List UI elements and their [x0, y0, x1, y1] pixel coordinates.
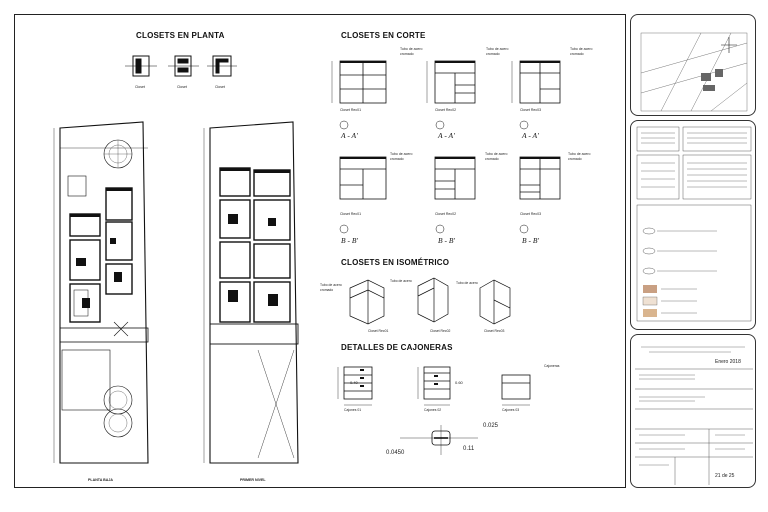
sheet-info-panel: Enero 2018 21 de 25 [630, 334, 756, 488]
dim-height-1: 0.40 [350, 380, 358, 385]
svg-text:Closet Rec02: Closet Rec02 [435, 212, 456, 216]
svg-text:Cajones 02: Cajones 02 [424, 408, 441, 412]
title-closets-isometrico: CLOSETS EN ISOMÉTRICO [341, 258, 450, 267]
svg-text:cromado: cromado [390, 157, 404, 161]
svg-text:Cajoneras: Cajoneras [544, 364, 560, 368]
svg-text:Closet Rec03: Closet Rec03 [520, 212, 541, 216]
location-map [640, 32, 748, 112]
section-label-a3: A - A' [522, 131, 539, 140]
svg-text:Cajones 01: Cajones 01 [344, 408, 361, 412]
section-label-b1: B - B' [341, 236, 359, 245]
drawer-details: Cajones 01 Cajones 02 Cajones 03 Cajoneras [337, 364, 560, 455]
svg-text:Closet Rec01: Closet Rec01 [340, 108, 361, 112]
ground-floor-plan [53, 121, 149, 464]
svg-text:cromado: cromado [400, 52, 414, 56]
svg-text:cromado: cromado [570, 52, 584, 56]
svg-text:Closet Rec03: Closet Rec03 [484, 329, 504, 333]
svg-text:Closet Rec03: Closet Rec03 [520, 108, 541, 112]
dim-0025: 0.025 [483, 423, 499, 429]
dim-height-2: 0.60 [455, 380, 463, 385]
title-closets-corte: CLOSETS EN CORTE [341, 31, 426, 40]
svg-text:Tubo de acero: Tubo de acero [320, 283, 342, 287]
plan-label-ground: PLANTA BAJA [88, 478, 113, 482]
first-floor-plan [203, 121, 299, 464]
title-block: Enero 2018 21 de 25 [630, 14, 756, 488]
svg-text:Tubo de acero: Tubo de acero [568, 152, 590, 156]
section-label-b3: B - B' [522, 236, 540, 245]
svg-text:cromado: cromado [486, 52, 500, 56]
svg-text:Closet Rec01: Closet Rec01 [340, 212, 361, 216]
dim-00450: 0.0450 [386, 450, 405, 456]
svg-text:Closet Rec02: Closet Rec02 [435, 108, 456, 112]
svg-text:cromado: cromado [568, 157, 582, 161]
svg-text:Closet: Closet [177, 85, 187, 89]
svg-text:Tubo de acero: Tubo de acero [390, 279, 412, 283]
dim-011: 0.11 [463, 446, 475, 452]
svg-text:Tubo de acero: Tubo de acero [400, 47, 422, 51]
svg-text:Tubo de acero: Tubo de acero [485, 152, 507, 156]
sheet-number: 21 de 25 [715, 473, 735, 479]
notes-panel [630, 120, 756, 330]
sheet-date: Enero 2018 [715, 359, 741, 365]
svg-text:Cajones 03: Cajones 03 [502, 408, 519, 412]
svg-text:cromado: cromado [485, 157, 499, 161]
svg-text:Closet Rec01: Closet Rec01 [368, 329, 388, 333]
section-label-a1: A - A' [341, 131, 358, 140]
svg-text:Tubo de acero: Tubo de acero [486, 47, 508, 51]
svg-text:Tubo de acero: Tubo de acero [390, 152, 412, 156]
sheet-info-grid [635, 346, 753, 485]
svg-text:Closet: Closet [215, 85, 225, 89]
svg-text:Closet: Closet [135, 85, 145, 89]
title-detalles-cajoneras: DETALLES DE CAJONERAS [341, 343, 453, 352]
notes-content [636, 126, 752, 322]
plan-label-first: PRIMER NIVEL [240, 478, 266, 482]
section-label-a2: A - A' [438, 131, 455, 140]
title-closets-planta: CLOSETS EN PLANTA [136, 31, 225, 40]
closet-plan-details: Closet Closet Closet [125, 55, 237, 89]
location-panel [630, 14, 756, 116]
section-label-b2: B - B' [438, 236, 456, 245]
svg-text:Closet Rec02: Closet Rec02 [430, 329, 450, 333]
svg-text:Tubo de acero: Tubo de acero [570, 47, 592, 51]
svg-text:Tubo de acero: Tubo de acero [456, 281, 478, 285]
svg-text:cromado: cromado [320, 288, 333, 292]
